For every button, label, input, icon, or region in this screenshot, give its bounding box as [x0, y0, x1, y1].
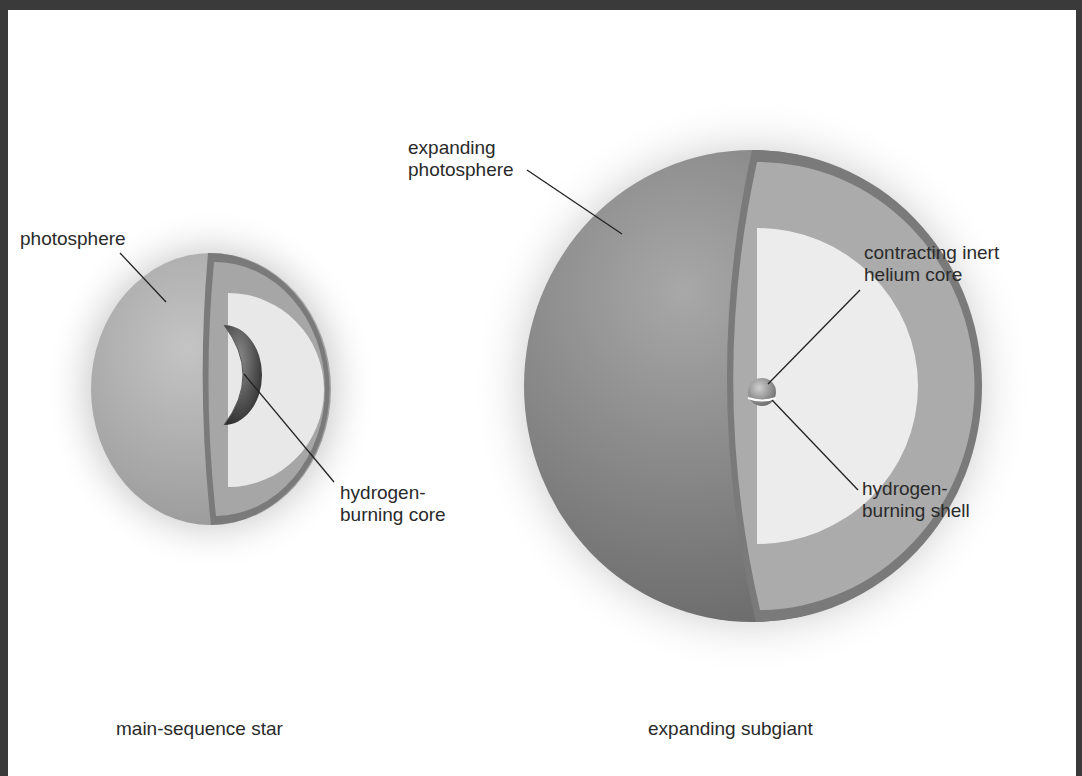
- star-caption: expanding subgiant: [648, 718, 888, 740]
- part-label: hydrogen- burning shell: [862, 478, 987, 522]
- part-label: contracting inert helium core: [864, 242, 1054, 286]
- part-label: photosphere: [20, 228, 190, 250]
- part-label: expanding photosphere: [408, 137, 543, 181]
- part-label: hydrogen- burning core: [340, 482, 465, 526]
- star-caption: main-sequence star: [116, 718, 356, 740]
